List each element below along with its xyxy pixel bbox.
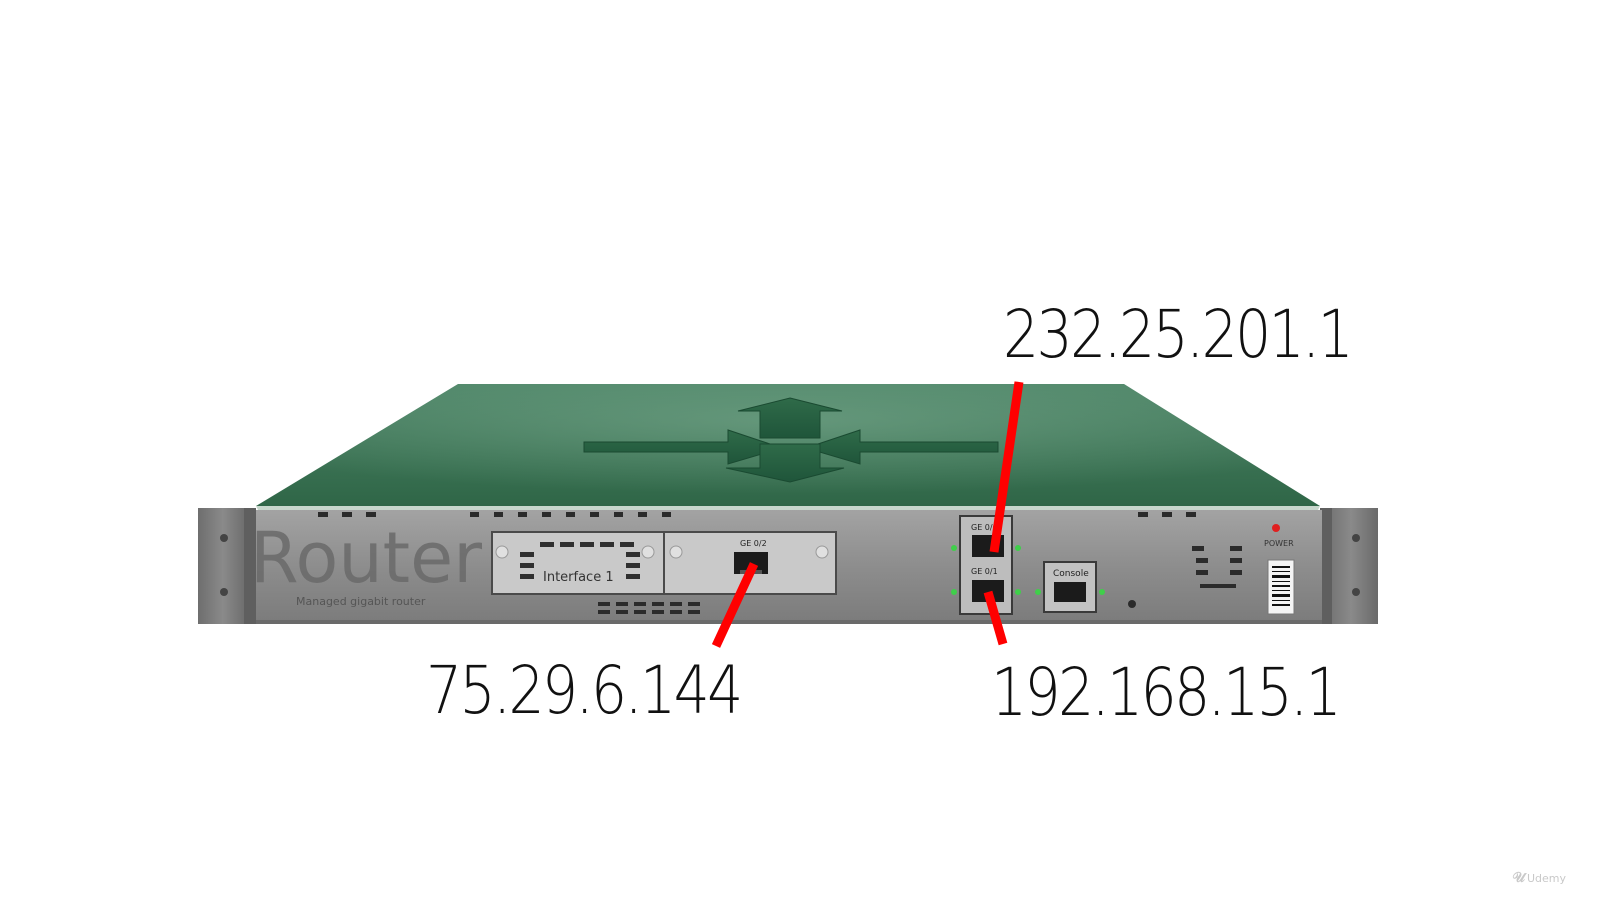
cable-ge00 bbox=[989, 381, 1024, 553]
top-vents bbox=[318, 512, 1196, 517]
power-led bbox=[1272, 524, 1280, 532]
screw-icon bbox=[1352, 588, 1360, 596]
screw-icon bbox=[669, 545, 683, 559]
screw-icon bbox=[815, 545, 829, 559]
status-led bbox=[1035, 589, 1041, 595]
routing-arrows-icon bbox=[583, 397, 999, 483]
ip-address-ge02: 75.29.6.144 bbox=[426, 652, 743, 729]
console-label: Console bbox=[1053, 569, 1089, 579]
udemy-logo-icon: 𝒰 bbox=[1512, 870, 1525, 886]
ip-address-ge00: 232.25.201.1 bbox=[1003, 296, 1354, 373]
status-led bbox=[951, 589, 957, 595]
status-led bbox=[1015, 589, 1021, 595]
status-led bbox=[1015, 545, 1021, 551]
bottom-vents bbox=[598, 602, 700, 614]
arrow-down-icon bbox=[725, 443, 845, 483]
port-ge01-label: GE 0/1 bbox=[971, 567, 998, 576]
reset-button[interactable] bbox=[1128, 600, 1136, 608]
router-brand-text: Router bbox=[250, 517, 482, 599]
interface-1-label: Interface 1 bbox=[543, 570, 614, 585]
screw-icon bbox=[220, 588, 228, 596]
cable-ge02 bbox=[711, 562, 759, 648]
router-subtitle-text: Managed gigabit router bbox=[296, 595, 426, 608]
screw-icon bbox=[220, 534, 228, 542]
screw-icon bbox=[641, 545, 655, 559]
arrow-left-icon bbox=[804, 429, 999, 465]
screw-icon bbox=[1352, 534, 1360, 542]
rack-ear-left bbox=[198, 508, 248, 624]
status-led bbox=[1099, 589, 1105, 595]
port-ge02-label: GE 0/2 bbox=[740, 539, 767, 548]
screw-icon bbox=[495, 545, 509, 559]
arrow-right-icon bbox=[583, 429, 784, 465]
status-led bbox=[951, 545, 957, 551]
side-vents bbox=[1192, 546, 1242, 588]
watermark-text: Udemy bbox=[1526, 872, 1566, 885]
rack-ear-right bbox=[1324, 508, 1378, 624]
barcode-icon bbox=[1272, 566, 1290, 606]
cable-ge01 bbox=[983, 590, 1008, 646]
port-ge01[interactable] bbox=[972, 580, 1004, 602]
arrow-up-icon bbox=[737, 397, 843, 439]
module-grille bbox=[520, 542, 640, 579]
lid-edge bbox=[256, 506, 1320, 510]
port-ge00-label: GE 0/0 bbox=[971, 523, 998, 532]
power-label: POWER bbox=[1264, 539, 1294, 548]
console-port[interactable] bbox=[1054, 582, 1086, 602]
ip-address-ge01: 192.168.15.1 bbox=[991, 654, 1342, 731]
